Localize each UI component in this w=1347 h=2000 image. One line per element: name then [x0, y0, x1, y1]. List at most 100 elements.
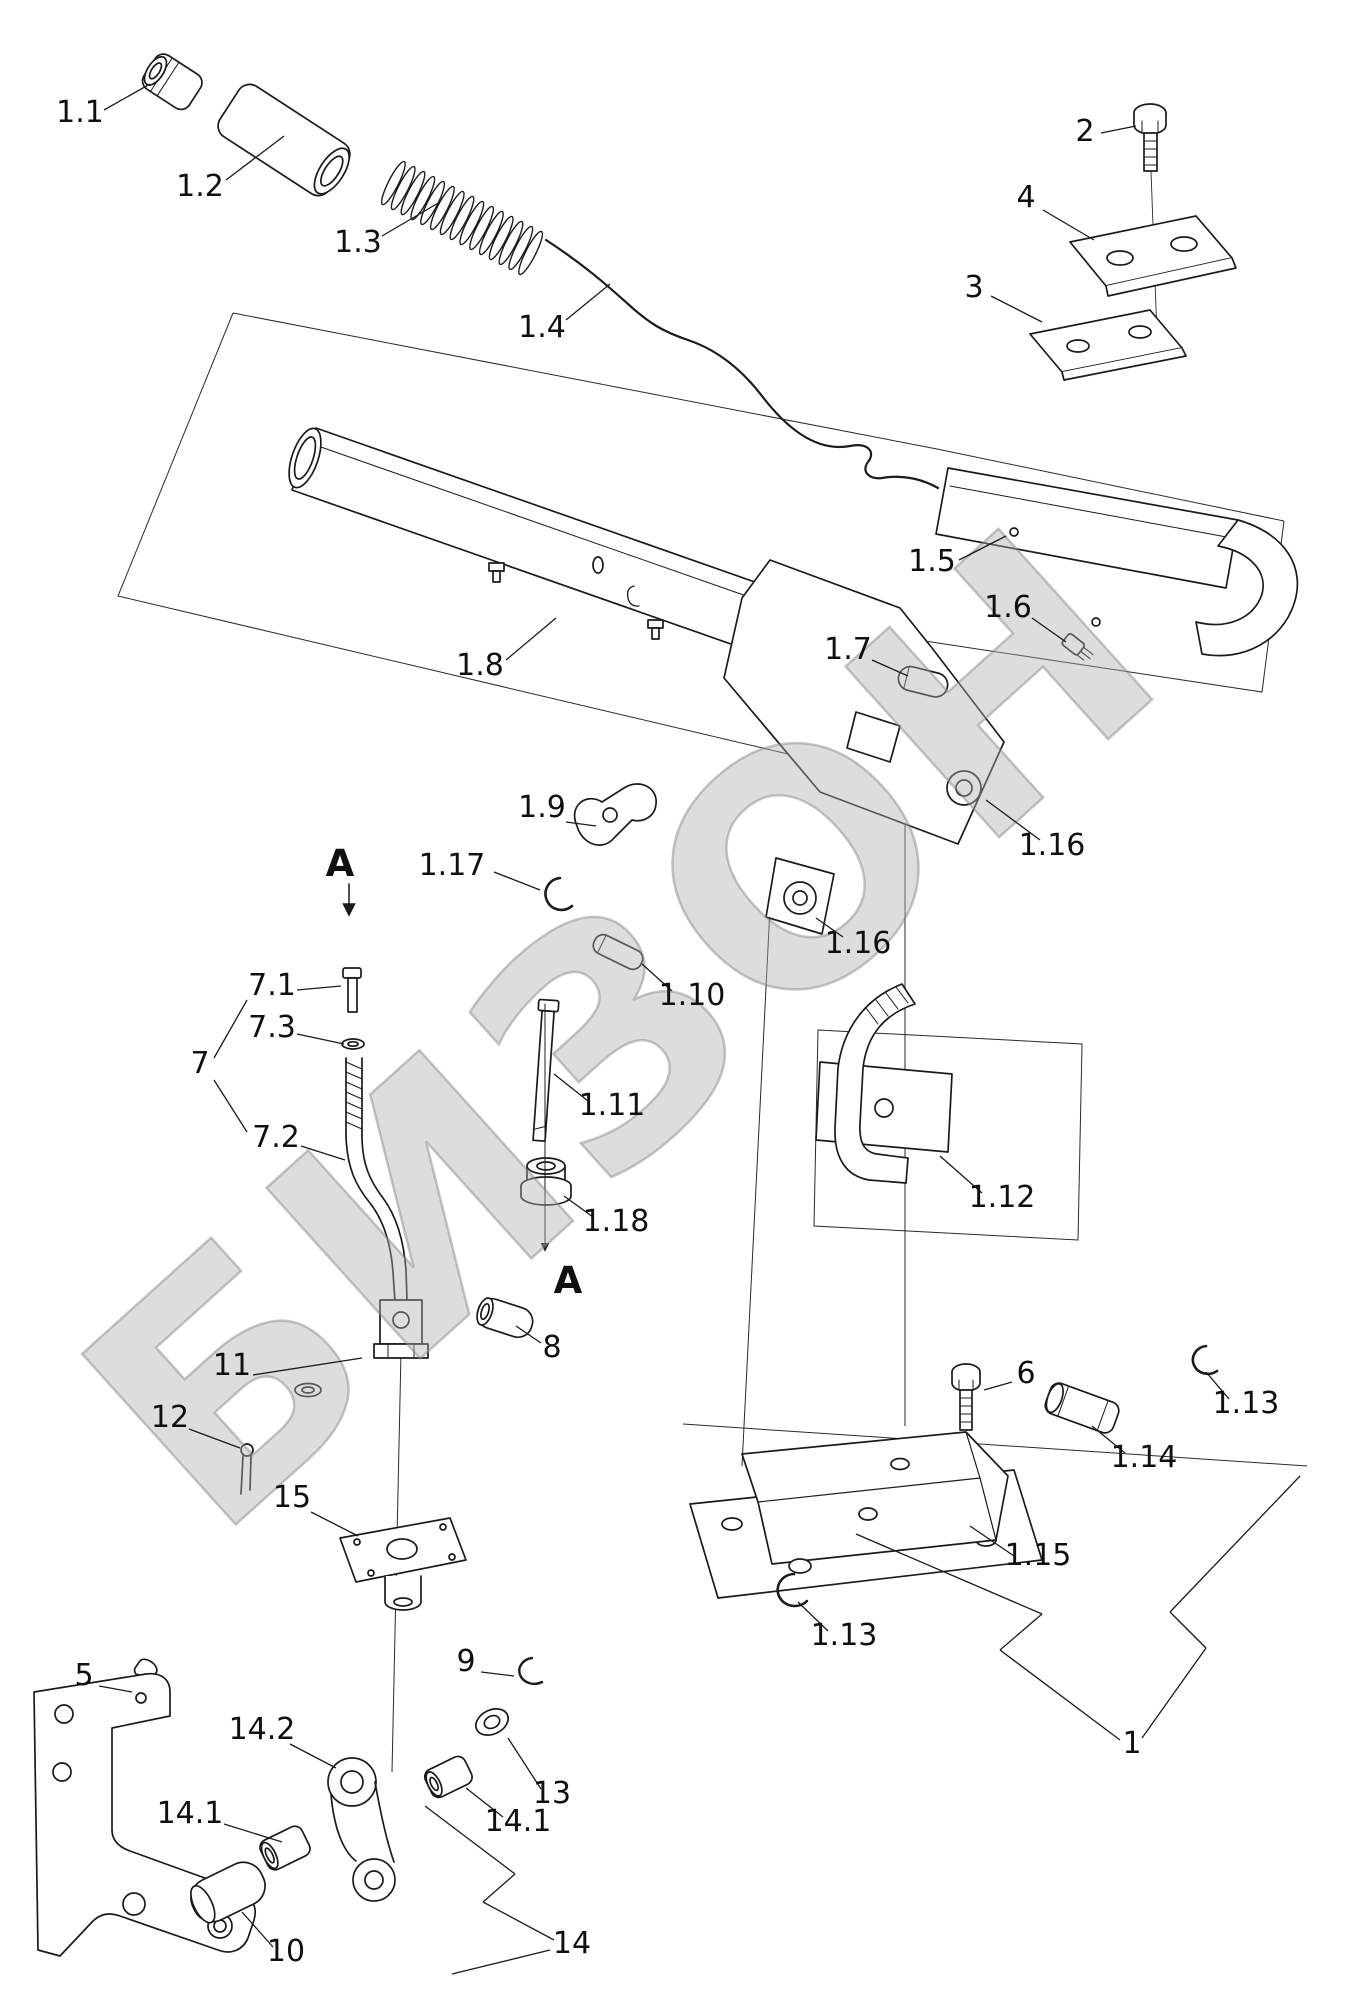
leader-line-7 — [213, 999, 248, 1059]
part-label-1.8: 1.8 — [456, 648, 504, 683]
part-1-3-spring — [380, 160, 544, 276]
part-3-plate — [1029, 309, 1187, 381]
part-13-washer — [474, 1708, 510, 1736]
leader-line-12 — [188, 1428, 241, 1449]
part-label-7: 7 — [190, 1046, 209, 1081]
leader-line-1 — [1169, 1611, 1207, 1649]
part-9-snap-ring — [518, 1656, 544, 1686]
part-label-5: 5 — [74, 1658, 93, 1693]
part-label-14.1: 14.1 — [485, 1804, 552, 1839]
leader-line-15 — [310, 1511, 359, 1537]
leader-line-1 — [999, 1613, 1043, 1651]
leader-line-8 — [515, 1325, 542, 1344]
part-7-1-pin — [342, 967, 362, 1013]
part-label-8: 8 — [542, 1330, 561, 1365]
leader-line-1.9 — [565, 821, 597, 827]
leader-line-1.16 — [815, 917, 844, 938]
part-1-12-catch — [815, 983, 953, 1184]
part-label-1.13: 1.13 — [1213, 1386, 1280, 1421]
leader-line-7 — [213, 1079, 248, 1133]
part-2-bolt — [1133, 103, 1167, 172]
part-1-2-tube — [217, 83, 351, 197]
hole — [1091, 617, 1101, 627]
parts-linework — [33, 53, 1299, 1957]
leader-line-1.2 — [225, 135, 285, 181]
part-label-1.4: 1.4 — [518, 310, 566, 345]
leader-line-10 — [241, 1911, 274, 1948]
part-label-15: 15 — [273, 1480, 311, 1515]
part-1-17-snap-ring — [544, 876, 574, 912]
part-1-6-screw — [1061, 632, 1094, 661]
part-label-7.2: 7.2 — [252, 1120, 300, 1155]
part-label-6: 6 — [1016, 1356, 1035, 1391]
part-label-14: 14 — [553, 1926, 591, 1961]
part-14-1-bushing-left — [259, 1825, 311, 1871]
part-label-13: 13 — [533, 1776, 571, 1811]
part-1-9-bracket — [573, 783, 657, 846]
part-label-3: 3 — [964, 270, 983, 305]
part-label-1.6: 1.6 — [984, 590, 1032, 625]
leader-line-14 — [482, 1901, 555, 1941]
part-label-7.1: 7.1 — [248, 968, 296, 1003]
leader-line-3 — [990, 295, 1043, 323]
part-label-1.9: 1.9 — [518, 790, 566, 825]
part-clevis-block — [373, 1299, 429, 1359]
part-label-1.5: 1.5 — [908, 544, 956, 579]
part-label-1.14: 1.14 — [1111, 1440, 1178, 1475]
part-label-1.16: 1.16 — [1019, 828, 1086, 863]
leader-line-14.1 — [223, 1823, 283, 1843]
part-1-13-snap-ring-upper — [1191, 1344, 1219, 1376]
leader-line-1.13 — [1205, 1371, 1230, 1400]
part-label-4: 4 — [1016, 180, 1035, 215]
leader-line-7.2 — [300, 1145, 346, 1161]
part-1-14-roller — [1044, 1382, 1120, 1434]
part-1-18-bushing — [520, 1157, 572, 1206]
part-label-11: 11 — [213, 1348, 251, 1383]
part-15-plate — [339, 1517, 467, 1611]
part-label-1.17: 1.17 — [419, 848, 486, 883]
part-label-1.12: 1.12 — [969, 1180, 1036, 1215]
part-label-9: 9 — [456, 1644, 475, 1679]
leader-line-7.3 — [296, 1033, 345, 1045]
part-label-12: 12 — [151, 1400, 189, 1435]
part-1-15-bracket — [689, 1431, 1043, 1599]
part-label-1: 1 — [1122, 1726, 1141, 1761]
leader-line-1.13 — [797, 1601, 829, 1632]
part-7-2-rod — [345, 1057, 408, 1303]
part-label-1.16: 1.16 — [825, 926, 892, 961]
leader-line-14 — [424, 1805, 516, 1875]
leader-line-1.3 — [381, 201, 441, 237]
part-label-14.2: 14.2 — [229, 1712, 296, 1747]
part-label-1.15: 1.15 — [1005, 1538, 1072, 1573]
leader-line-14 — [451, 1949, 551, 1975]
leader-line-2 — [1100, 125, 1137, 134]
leader-line-14.1 — [465, 1787, 504, 1818]
part-1-10-pin — [592, 933, 644, 971]
leader-line-7.1 — [296, 985, 342, 991]
part-7-3-washer — [341, 1038, 365, 1050]
part-1-11-pin — [532, 998, 560, 1143]
leader-line-13 — [507, 1737, 542, 1790]
part-labels-layer: 1.11.21.31.42431.51.61.71.81.91.171.161.… — [56, 83, 1301, 1975]
part-1-1-cap — [141, 53, 203, 111]
leader-line-1 — [1169, 1475, 1301, 1613]
part-1-4-rod — [544, 238, 940, 490]
leader-line-1.1 — [103, 83, 151, 111]
leader-line-1.17 — [493, 871, 541, 891]
part-12-cotter-pin — [240, 1443, 254, 1495]
part-label-1.2: 1.2 — [176, 169, 224, 204]
leader-line-14 — [482, 1873, 516, 1903]
part-11-washer — [294, 1382, 322, 1398]
leader-line-1.8 — [505, 617, 557, 661]
leader-line-1.6 — [1031, 617, 1067, 643]
part-label-7.3: 7.3 — [248, 1010, 296, 1045]
leader-line-1.10 — [641, 963, 673, 992]
leader-line-1.11 — [553, 1073, 589, 1102]
view-marker-A: A — [554, 1259, 583, 1302]
leader-line-11 — [252, 1357, 363, 1376]
leader-line-5 — [98, 1685, 133, 1693]
part-1-13-snap-ring-lower — [776, 1572, 809, 1608]
leader-line-1 — [999, 1649, 1121, 1741]
